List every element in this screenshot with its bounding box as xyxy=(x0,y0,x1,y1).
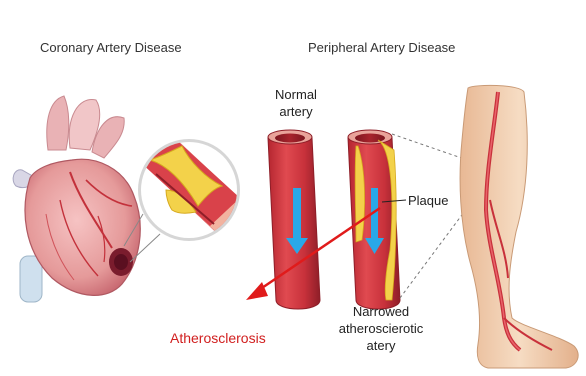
narrowed-line-1: Narrowed xyxy=(326,303,436,320)
normal-line-2: artery xyxy=(266,103,326,120)
heart-illustration xyxy=(13,96,140,302)
normal-artery xyxy=(268,130,320,309)
zoom-circle-icon xyxy=(128,122,252,241)
narrowed-line-3: atery xyxy=(326,337,436,354)
narrowed-artery-label: Narrowed atheroscierotic atery xyxy=(326,303,436,354)
narrowed-line-2: atheroscierotic xyxy=(326,320,436,337)
leg-illustration xyxy=(460,85,578,368)
normal-line-1: Normal xyxy=(266,86,326,103)
atherosclerosis-label: Atherosclerosis xyxy=(170,330,266,347)
peripheral-title: Peripheral Artery Disease xyxy=(308,40,455,55)
coronary-title: Coronary Artery Disease xyxy=(40,40,182,55)
normal-artery-label: Normal artery xyxy=(266,86,326,120)
plaque-label: Plaque xyxy=(408,192,448,209)
narrowed-artery xyxy=(348,130,400,309)
